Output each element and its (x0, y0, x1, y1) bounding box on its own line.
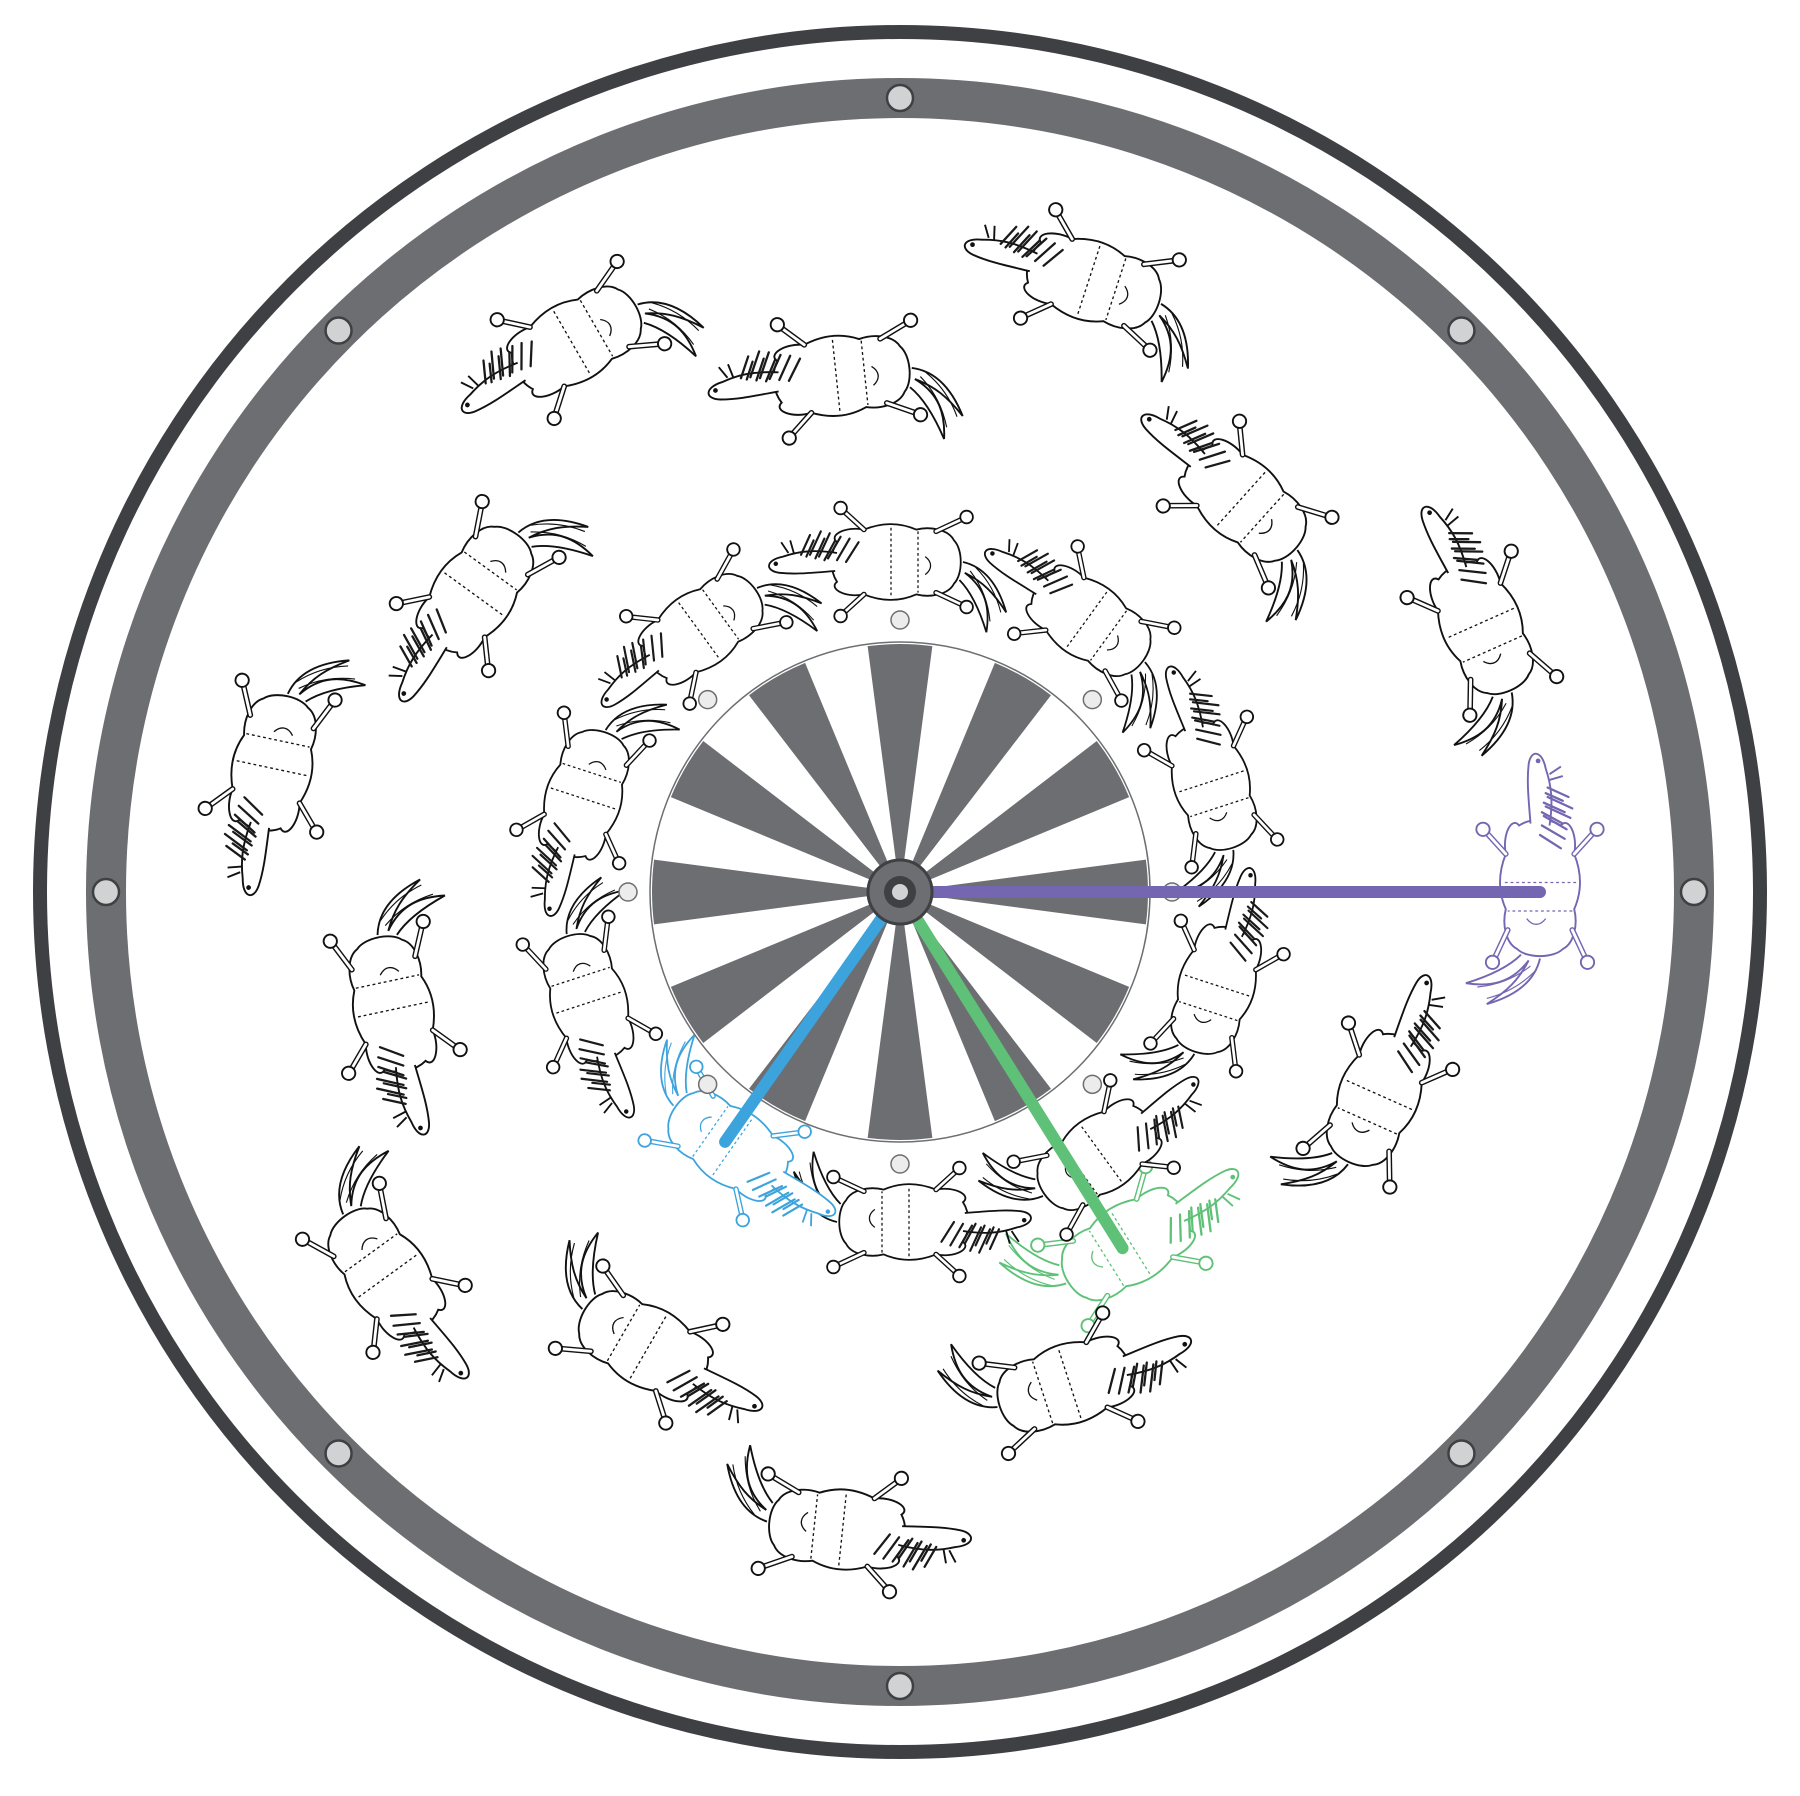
canopy-stud (890, 610, 910, 630)
rim-stud (1447, 316, 1476, 345)
canopy-stud (890, 1154, 910, 1174)
rim-stud (324, 316, 353, 345)
rim-stud (324, 1439, 353, 1468)
canopy-stud (1082, 1074, 1103, 1095)
inner-horse-row (488, 499, 1311, 1282)
canopy-wedge (867, 923, 933, 1140)
green-horse (998, 1159, 1241, 1334)
rim-stud (1447, 1439, 1476, 1468)
hub-center (892, 884, 908, 900)
canopy-wedge (652, 859, 869, 925)
canopy-stud (697, 1074, 718, 1095)
green-spoke (894, 886, 1129, 1255)
canopy-wedge (912, 662, 1051, 867)
canopy-stud (697, 689, 718, 710)
highlight-spokes (719, 886, 1546, 1255)
rim-stud (885, 1671, 915, 1701)
canopy-wedge (925, 741, 1130, 880)
canopy-wedge (670, 741, 875, 880)
canopy-wedge (670, 904, 875, 1043)
canopy-wedge (749, 662, 888, 867)
canopy-wedge (925, 904, 1130, 1043)
canopy-stud (1082, 689, 1103, 710)
rim-studs (91, 83, 1709, 1701)
blue-horse (637, 1034, 837, 1228)
rim-stud (91, 877, 121, 907)
blue-spoke (719, 886, 906, 1148)
canopy-wedge (867, 644, 933, 861)
rim-stud (1679, 877, 1709, 907)
canopy-stud (618, 882, 638, 902)
rim-stud (885, 83, 915, 113)
